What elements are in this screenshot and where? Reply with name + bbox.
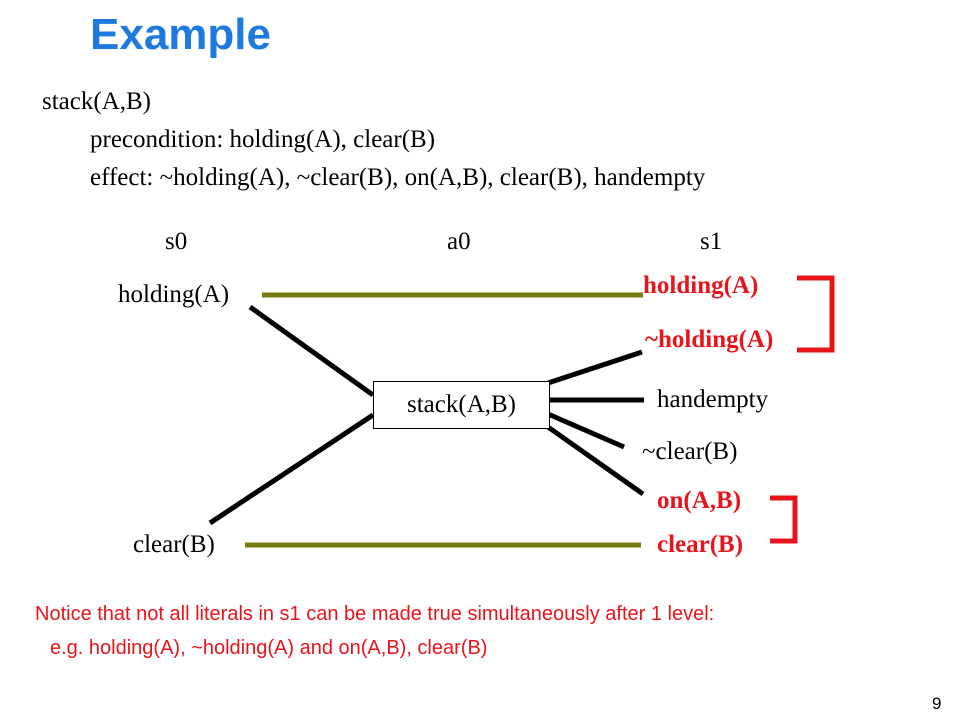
s1-literal-handempty: handempty bbox=[657, 386, 769, 413]
s1-literal-holding: holding(A) bbox=[643, 272, 759, 299]
s1-literal-not-holding: ~holding(A) bbox=[645, 326, 774, 353]
effect-edge-not-holding bbox=[547, 349, 643, 386]
s1-literal-not-clear: ~clear(B) bbox=[642, 438, 738, 465]
s1-literal-clear: clear(B) bbox=[657, 531, 744, 558]
action-node-stack: stack(A,B) bbox=[373, 381, 550, 429]
column-label-a0: a0 bbox=[447, 228, 471, 255]
mutex-bracket-on-clear bbox=[770, 495, 798, 544]
page-number: 9 bbox=[932, 694, 942, 713]
effect-edge-not-clear bbox=[547, 411, 625, 450]
s0-literal-clear: clear(B) bbox=[133, 531, 215, 558]
operator-name: stack(A,B) bbox=[42, 88, 151, 115]
precondition-edge-clear bbox=[208, 412, 375, 526]
s0-literal-holding: holding(A) bbox=[118, 281, 230, 308]
note-line-1: Notice that not all literals in s1 can b… bbox=[35, 603, 715, 625]
mutex-bracket-holding bbox=[797, 275, 835, 353]
precondition-edge-holding bbox=[248, 304, 375, 398]
effect-edge-on bbox=[546, 424, 645, 497]
column-label-s1: s1 bbox=[700, 228, 723, 255]
s1-literal-on: on(A,B) bbox=[657, 487, 742, 514]
slide-title: Example bbox=[90, 10, 271, 59]
column-label-s0: s0 bbox=[165, 228, 188, 255]
note-line-2: e.g. holding(A), ~holding(A) and on(A,B)… bbox=[50, 637, 488, 659]
operator-precondition: precondition: holding(A), clear(B) bbox=[90, 126, 436, 153]
operator-effect: effect: ~holding(A), ~clear(B), on(A,B),… bbox=[90, 164, 706, 191]
